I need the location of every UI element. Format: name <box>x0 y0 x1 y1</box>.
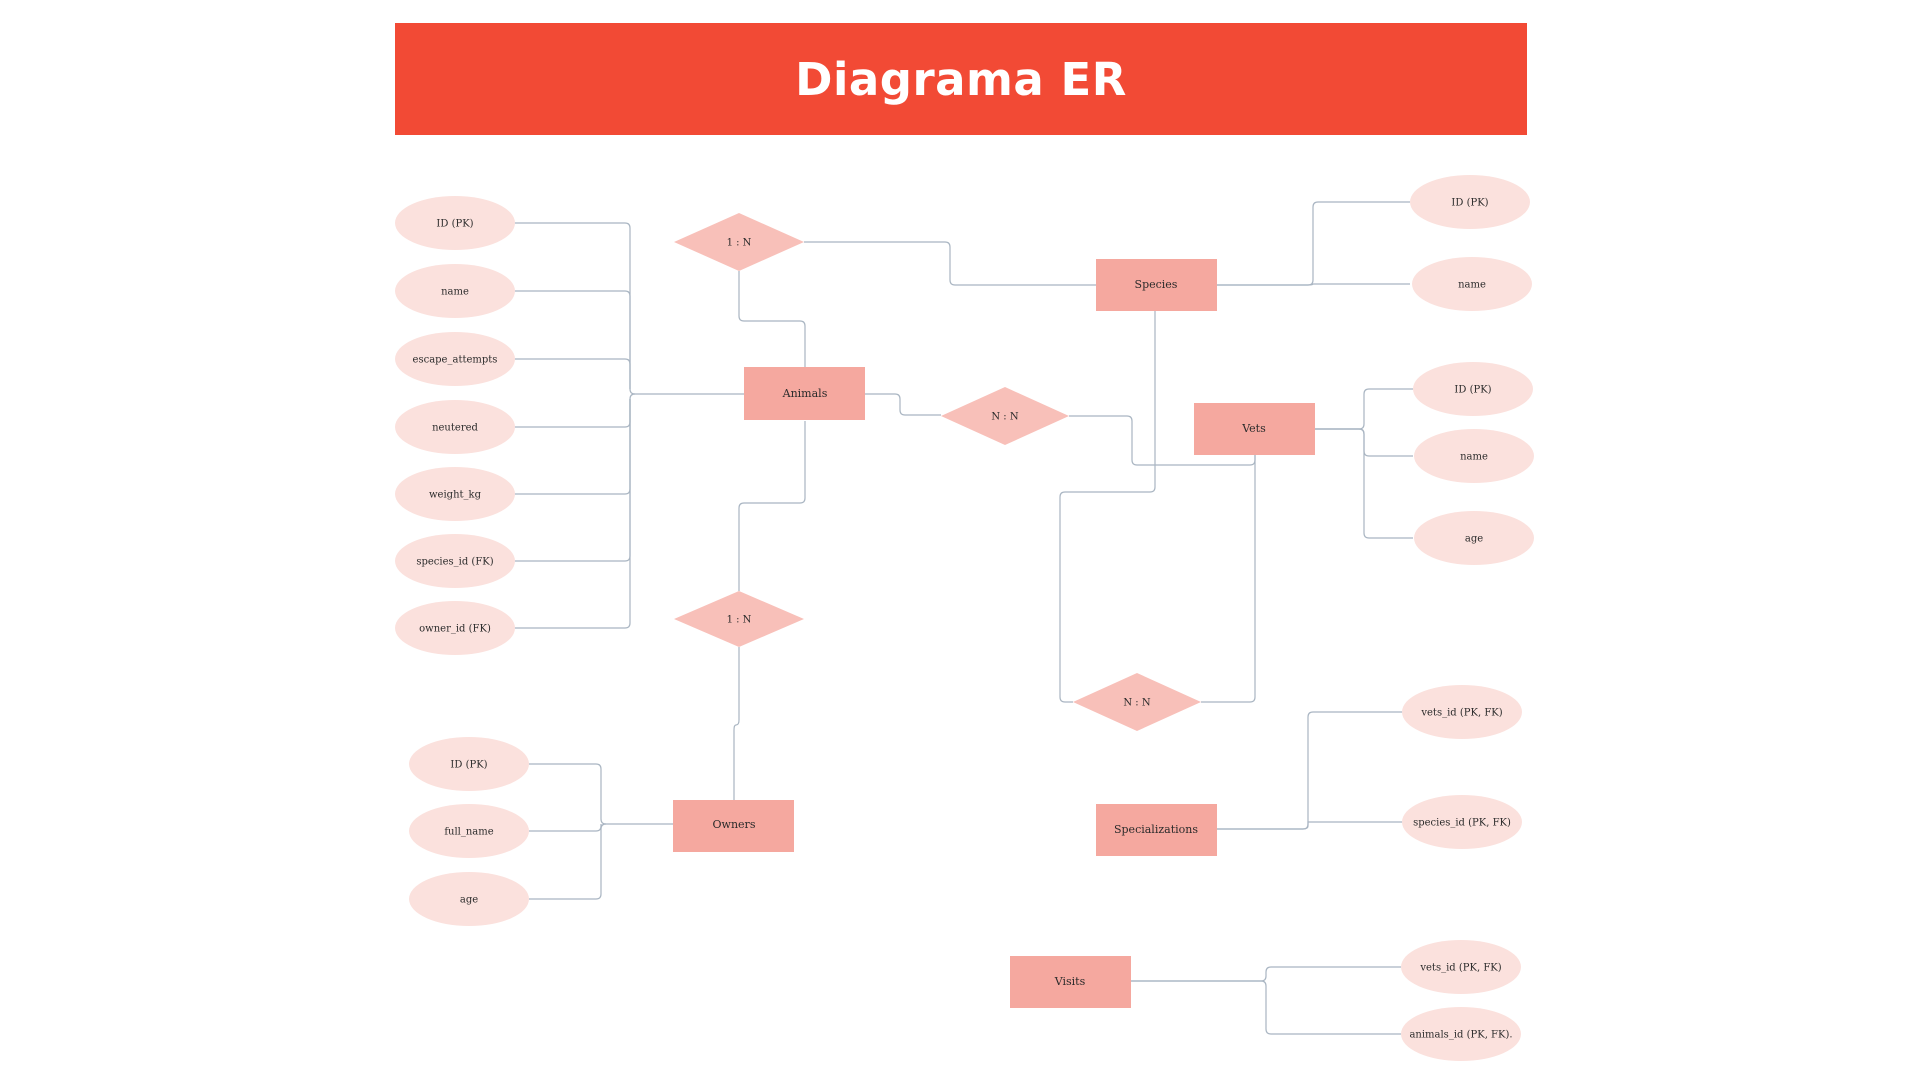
attribute-animals-escape-attempts[interactable]: escape_attempts <box>395 332 515 386</box>
attribute-animals-neutered[interactable]: neutered <box>395 400 515 454</box>
attribute-label: ID (PK) <box>1451 198 1488 209</box>
connector-animals-rel3 <box>738 421 806 591</box>
attribute-label: age <box>460 895 478 906</box>
entity-label: Species <box>1135 278 1178 291</box>
attribute-label: escape_attempts <box>413 355 498 366</box>
relationship-label: 1 : N <box>727 238 752 249</box>
entity-label: Vets <box>1241 422 1266 435</box>
connector-owners-rel3 <box>733 647 740 800</box>
relationship-label: N : N <box>1123 698 1150 709</box>
connector-visits-animals <box>1131 980 1401 1035</box>
attribute-visits-vets-id[interactable]: vets_id (PK, FK) <box>1401 940 1521 994</box>
attribute-label: owner_id (FK) <box>419 624 491 635</box>
attribute-species-id[interactable]: ID (PK) <box>1410 175 1530 229</box>
entity-visits[interactable]: Visits <box>1010 956 1131 1008</box>
attribute-label: ID (PK) <box>1454 385 1491 396</box>
attribute-species-name[interactable]: name <box>1412 257 1532 311</box>
connector-rel1-species <box>804 241 1096 286</box>
attribute-owners-full-name[interactable]: full_name <box>409 804 529 858</box>
attribute-label: species_id (PK, FK) <box>1413 818 1511 829</box>
attribute-animals-name[interactable]: name <box>395 264 515 318</box>
attribute-animals-species-id[interactable]: species_id (FK) <box>395 534 515 588</box>
entity-label: Animals <box>782 387 828 400</box>
connector-spec-species <box>1216 821 1403 830</box>
attribute-label: weight_kg <box>429 490 482 501</box>
attribute-vets-age[interactable]: age <box>1414 511 1534 565</box>
connector-species-rel4 <box>1059 311 1156 703</box>
connector-visits-vets <box>1131 966 1401 982</box>
relationship-species-vets[interactable]: N : N <box>1073 673 1201 731</box>
attribute-label: ID (PK) <box>436 219 473 230</box>
connector-animals-rel1 <box>738 271 806 367</box>
entity-owners[interactable]: Owners <box>673 800 794 852</box>
connector-animals-weight <box>514 399 631 495</box>
attribute-label: neutered <box>432 423 478 434</box>
attribute-label: animals_id (PK, FK). <box>1409 1030 1512 1041</box>
relationship-animals-vets[interactable]: N : N <box>941 387 1069 445</box>
connector-animals-owner-fk <box>514 393 636 629</box>
relationship-label: N : N <box>991 412 1018 423</box>
attribute-label: name <box>1460 452 1488 463</box>
connector-vets-age <box>1314 428 1413 539</box>
attribute-label: vets_id (PK, FK) <box>1420 708 1502 719</box>
attribute-label: full_name <box>444 827 493 838</box>
connector-owners-fullname <box>529 824 602 832</box>
attribute-label: name <box>1458 280 1486 291</box>
connector-owners-age <box>529 823 607 900</box>
connector-animals-neutered <box>514 399 631 428</box>
diagram-title: Diagrama ER <box>795 52 1127 106</box>
relationship-label: 1 : N <box>727 615 752 626</box>
entity-vets[interactable]: Vets <box>1194 403 1315 455</box>
connector-animals-name <box>514 290 631 389</box>
entity-label: Visits <box>1054 975 1086 988</box>
connectors <box>514 201 1413 1035</box>
connector-animals-species-fk <box>514 399 631 562</box>
connector-rel2-vets <box>1069 415 1256 466</box>
attribute-specializations-species-id[interactable]: species_id (PK, FK) <box>1402 795 1522 849</box>
attribute-label: name <box>441 287 469 298</box>
relationship-animals-species[interactable]: 1 : N <box>674 213 804 271</box>
connector-spec-vets <box>1216 711 1403 830</box>
connector-vets-id <box>1314 388 1413 430</box>
entity-specializations[interactable]: Specializations <box>1096 804 1217 856</box>
attribute-animals-weight-kg[interactable]: weight_kg <box>395 467 515 521</box>
attribute-owners-id[interactable]: ID (PK) <box>409 737 529 791</box>
connector-animals-rel2 <box>865 393 941 416</box>
attribute-visits-animals-id[interactable]: animals_id (PK, FK). <box>1401 1007 1521 1061</box>
attribute-label: species_id (FK) <box>416 557 493 568</box>
attribute-specializations-vets-id[interactable]: vets_id (PK, FK) <box>1402 685 1522 739</box>
connector-vets-rel4 <box>1201 455 1256 703</box>
attribute-vets-id[interactable]: ID (PK) <box>1413 362 1533 416</box>
title-banner: Diagrama ER <box>395 23 1527 135</box>
entity-species[interactable]: Species <box>1096 259 1217 311</box>
attribute-label: vets_id (PK, FK) <box>1419 963 1501 974</box>
connector-owners-id <box>529 763 673 825</box>
connector-species-name <box>1216 283 1410 286</box>
attribute-label: ID (PK) <box>450 760 487 771</box>
attribute-owners-age[interactable]: age <box>409 872 529 926</box>
entity-label: Owners <box>713 818 756 831</box>
relationship-animals-owners[interactable]: 1 : N <box>674 591 804 647</box>
entity-label: Specializations <box>1114 823 1198 836</box>
attribute-animals-id[interactable]: ID (PK) <box>395 196 515 250</box>
attribute-vets-name[interactable]: name <box>1414 429 1534 483</box>
connector-species-id <box>1216 201 1410 286</box>
entity-animals[interactable]: Animals <box>744 367 865 420</box>
attribute-animals-owner-id[interactable]: owner_id (FK) <box>395 601 515 655</box>
attribute-label: age <box>1465 534 1483 545</box>
connector-animals-escape <box>514 358 631 389</box>
